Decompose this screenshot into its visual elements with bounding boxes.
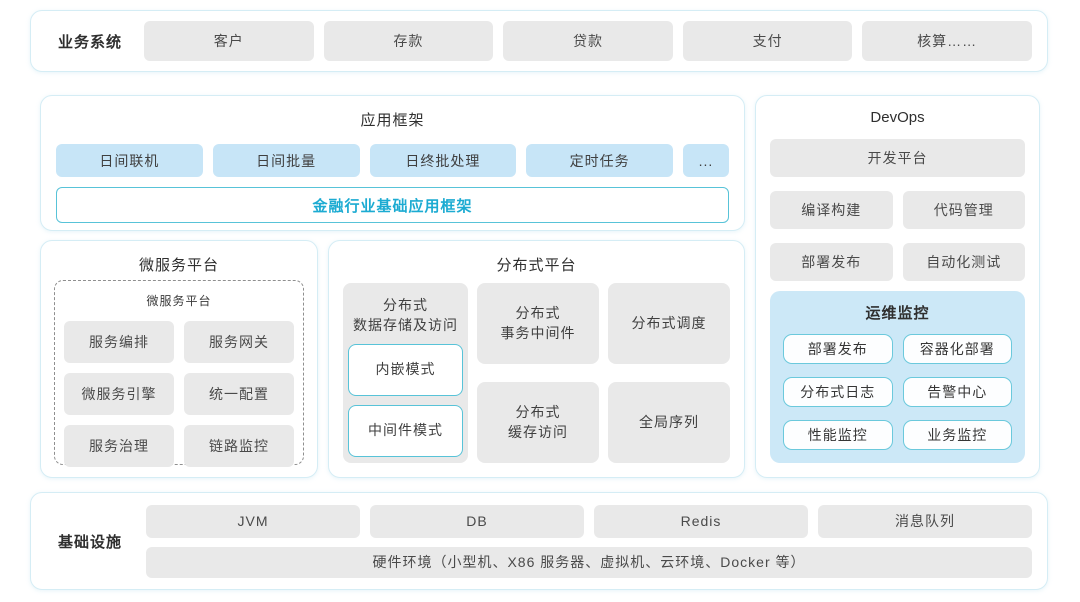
devops-tool-auto-test: 自动化测试 <box>902 243 1025 281</box>
devops-tool-build: 编译构建 <box>770 191 893 229</box>
devops-title: DevOps <box>870 109 925 126</box>
distributed-scheduling-cell: 分布式调度 <box>608 283 730 364</box>
base-framework-bar: 金融行业基础应用框架 <box>56 187 729 223</box>
app-framework-title: 应用框架 <box>360 112 425 129</box>
infrastructure-label: 基础设施 <box>57 533 122 551</box>
module-more-ellipsis: ... <box>683 144 729 177</box>
ops-monitoring-grid: 部署发布 容器化部署 分布式日志 告警中心 性能监控 业务监控 <box>783 334 1012 450</box>
distributed-transaction-cell: 分布式 事务中间件 <box>477 283 599 364</box>
distributed-cache-cell: 分布式 缓存访问 <box>477 382 599 463</box>
storage-mode-embedded: 内嵌模式 <box>348 344 463 397</box>
infrastructure-content: JVM DB Redis 消息队列 硬件环境（小型机、X86 服务器、虚拟机、云… <box>146 504 1032 578</box>
app-framework-panel: 应用框架 日间联机 日间批量 日终批处理 定时任务 ... 金融行业基础应用框架 <box>40 95 745 231</box>
monitor-item-alert-center: 告警中心 <box>902 377 1012 407</box>
microservice-grid: 服务编排 服务网关 微服务引擎 统一配置 服务治理 链路监控 <box>64 321 294 467</box>
business-item-customer: 客户 <box>144 21 314 61</box>
microservice-item-governance: 服务治理 <box>64 425 174 467</box>
business-systems-panel: 业务系统 客户 存款 贷款 支付 核算…… <box>30 10 1048 72</box>
microservice-item-orchestration: 服务编排 <box>64 321 174 363</box>
monitor-item-container-deploy: 容器化部署 <box>902 334 1012 364</box>
storage-mode-middleware: 中间件模式 <box>348 405 463 458</box>
microservice-panel: 微服务平台 微服务平台 服务编排 服务网关 微服务引擎 统一配置 服务治理 链路… <box>40 240 318 478</box>
ops-monitoring-title: 运维监控 <box>865 305 930 322</box>
business-item-loan: 贷款 <box>503 21 673 61</box>
microservice-item-gateway: 服务网关 <box>184 321 294 363</box>
infra-item-redis: Redis <box>594 504 808 538</box>
monitor-item-performance: 性能监控 <box>783 420 893 450</box>
devops-tools-grid: 编译构建 代码管理 部署发布 自动化测试 <box>770 191 1025 281</box>
module-daytime-online: 日间联机 <box>56 144 203 177</box>
monitor-item-business: 业务监控 <box>902 420 1012 450</box>
distributed-grid: 分布式 数据存储及访问 内嵌模式 中间件模式 分布式 事务中间件 分布式调度 分… <box>343 283 730 463</box>
infra-item-db: DB <box>370 504 584 538</box>
distributed-sequence-cell: 全局序列 <box>608 382 730 463</box>
business-item-payment: 支付 <box>682 21 853 61</box>
infrastructure-panel: 基础设施 JVM DB Redis 消息队列 硬件环境（小型机、X86 服务器、… <box>30 492 1048 590</box>
devops-panel: DevOps 开发平台 编译构建 代码管理 部署发布 自动化测试 运维监控 部署… <box>755 95 1040 478</box>
business-item-deposit: 存款 <box>323 21 494 61</box>
microservice-item-engine: 微服务引擎 <box>64 373 174 415</box>
ops-monitoring-panel: 运维监控 部署发布 容器化部署 分布式日志 告警中心 性能监控 业务监控 <box>770 291 1025 463</box>
microservice-item-tracing: 链路监控 <box>184 425 294 467</box>
microservice-item-config: 统一配置 <box>184 373 294 415</box>
infra-item-mq: 消息队列 <box>818 504 1032 538</box>
monitor-item-distributed-log: 分布式日志 <box>783 377 893 407</box>
distributed-storage-label: 分布式 数据存储及访问 <box>353 297 458 333</box>
microservice-inner-box: 微服务平台 服务编排 服务网关 微服务引擎 统一配置 服务治理 链路监控 <box>54 280 304 467</box>
infrastructure-row: JVM DB Redis 消息队列 <box>146 504 1032 538</box>
microservice-title: 微服务平台 <box>138 257 219 274</box>
module-scheduled-task: 定时任务 <box>526 144 673 177</box>
microservice-inner-title: 微服务平台 <box>146 294 212 308</box>
distributed-storage-cell: 分布式 数据存储及访问 内嵌模式 中间件模式 <box>343 283 468 463</box>
module-daytime-batch: 日间批量 <box>212 144 360 177</box>
monitor-item-deploy: 部署发布 <box>783 334 893 364</box>
devops-tool-deploy: 部署发布 <box>770 243 893 281</box>
business-systems-label: 业务系统 <box>57 33 122 51</box>
infra-item-jvm: JVM <box>146 504 360 538</box>
app-framework-modules: 日间联机 日间批量 日终批处理 定时任务 ... <box>56 144 729 177</box>
distributed-title: 分布式平台 <box>496 257 577 274</box>
distributed-panel: 分布式平台 分布式 数据存储及访问 内嵌模式 中间件模式 分布式 事务中间件 分… <box>328 240 745 478</box>
hardware-environment-bar: 硬件环境（小型机、X86 服务器、虚拟机、云环境、Docker 等） <box>146 546 1032 578</box>
devops-dev-platform: 开发平台 <box>770 139 1025 177</box>
module-eod-batch: 日终批处理 <box>369 144 517 177</box>
business-item-accounting: 核算…… <box>862 21 1032 61</box>
devops-tool-code-mgmt: 代码管理 <box>902 191 1025 229</box>
